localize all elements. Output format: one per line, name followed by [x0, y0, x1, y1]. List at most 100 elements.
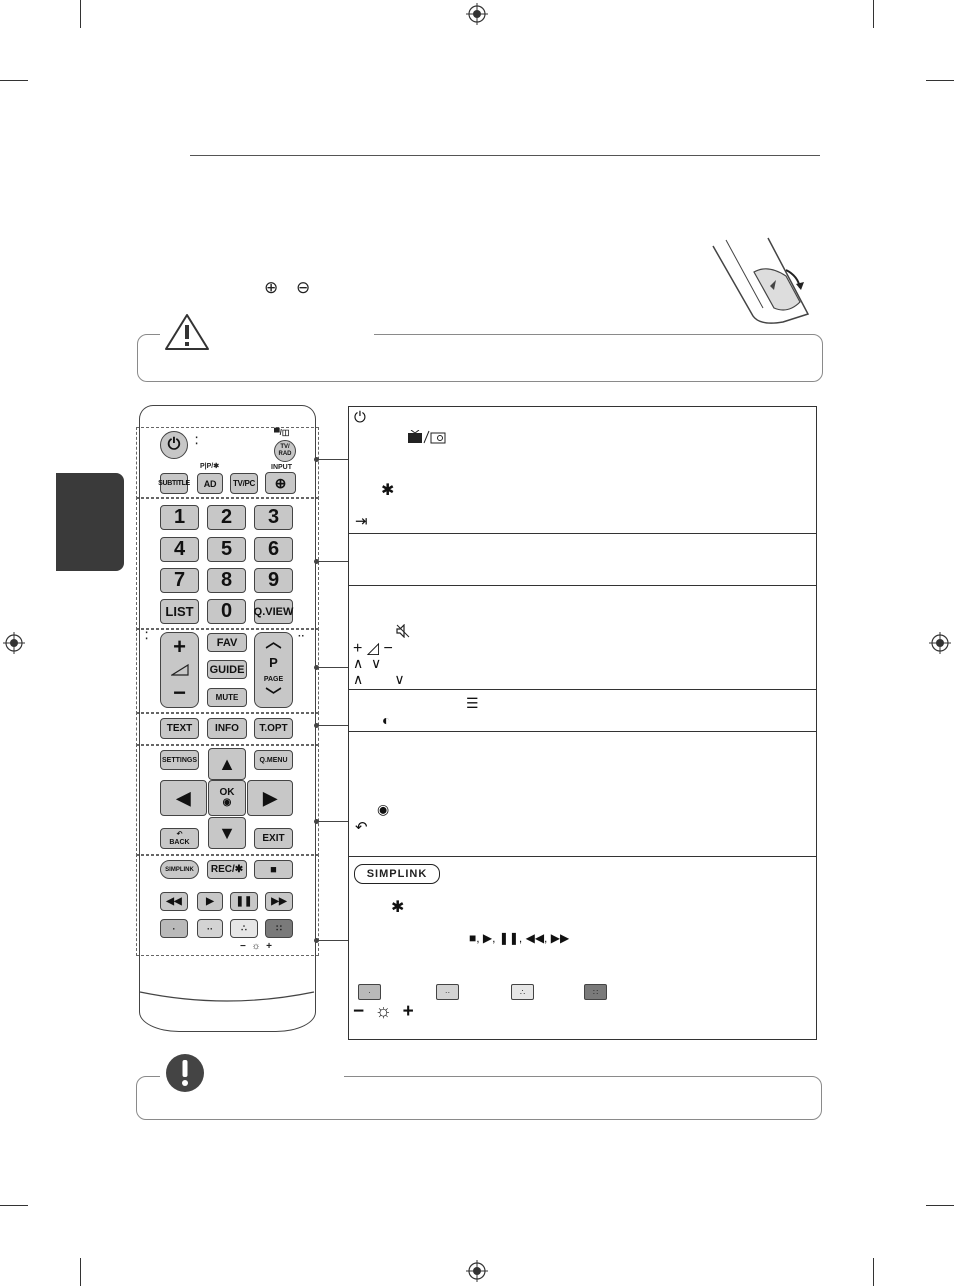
group-navigation	[136, 744, 319, 856]
tv-radio-icon	[408, 430, 446, 444]
rewind-button[interactable]: ◀◀	[160, 892, 188, 911]
group-text	[136, 712, 319, 746]
back-label: BACK	[169, 838, 190, 846]
blue-key[interactable]: ∷	[265, 919, 293, 938]
group-numbers	[136, 497, 319, 630]
group-volume	[136, 628, 319, 714]
number-key-4[interactable]: 4	[160, 537, 199, 562]
fav-button[interactable]: FAV	[207, 633, 247, 652]
yellow-key[interactable]: ∴	[230, 919, 258, 938]
play-button[interactable]: ▶	[197, 892, 223, 911]
volume-down[interactable]: −	[173, 680, 186, 705]
battery-minus-icon: ⊖	[296, 278, 311, 297]
crop-mark	[0, 80, 28, 81]
power-button[interactable]: ⏻	[160, 431, 188, 459]
number-key-5[interactable]: 5	[207, 537, 246, 562]
number-key-7[interactable]: 7	[160, 568, 199, 593]
input-button[interactable]: ⊕	[265, 472, 296, 494]
right-arrow-button[interactable]: ▶	[247, 780, 293, 816]
panel-text	[348, 689, 817, 732]
info-button[interactable]: INFO	[207, 718, 247, 739]
page-up-chevron-icon[interactable]: ︿	[265, 634, 282, 651]
list-button[interactable]: LIST	[160, 599, 199, 624]
number-key-3[interactable]: 3	[254, 505, 293, 530]
qmenu-button[interactable]: Q.MENU	[254, 750, 293, 770]
panel-playback	[348, 856, 817, 1040]
settings-button[interactable]: SETTINGS	[160, 750, 199, 770]
volume-up[interactable]: +	[173, 634, 186, 659]
pause-button[interactable]: ❚❚	[230, 892, 258, 911]
ok-icon: ◉	[377, 801, 390, 817]
warning-triangle-icon	[165, 314, 209, 350]
crop-mark	[926, 80, 954, 81]
crop-mark	[873, 1258, 874, 1286]
remote-battery-cover-illustration	[712, 237, 810, 324]
channel-chevrons: ∧ ∨	[353, 655, 382, 671]
crop-mark	[873, 0, 874, 28]
red-key[interactable]: ·	[160, 919, 188, 938]
page-down-chevron-icon[interactable]: ﹀	[265, 687, 282, 705]
panel-power	[348, 406, 817, 534]
number-key-9[interactable]: 9	[254, 568, 293, 593]
ok-dot-icon: ◉	[222, 797, 232, 808]
section-tab	[56, 473, 124, 571]
rec-button[interactable]: REC/✱	[207, 860, 247, 879]
registration-mark-left	[3, 632, 25, 654]
battery-plus-icon: ⊕	[264, 278, 279, 297]
tvrad-button[interactable]: TV/ RAD	[274, 440, 296, 462]
power-icon: ⏻	[354, 409, 366, 426]
number-key-2[interactable]: 2	[207, 505, 246, 530]
ad-button[interactable]: AD	[197, 473, 223, 494]
number-key-0[interactable]: 0	[207, 599, 246, 624]
back-button[interactable]: ↶BACK	[160, 828, 199, 849]
number-key-6[interactable]: 6	[254, 537, 293, 562]
subtitle-button[interactable]: SUBTITLE	[158, 473, 190, 494]
asterisk-icon-2: ✱	[391, 899, 405, 916]
simplink-button[interactable]: SIMPLINK	[160, 860, 199, 879]
crop-mark	[926, 1205, 954, 1206]
input-label: INPUT	[271, 464, 292, 471]
text-button[interactable]: TEXT	[160, 718, 199, 739]
red-key-icon: ·	[358, 984, 381, 1000]
crop-mark	[80, 1258, 81, 1286]
left-arrow-button[interactable]: ◀	[160, 780, 207, 816]
topt-button[interactable]: T.OPT	[254, 718, 293, 739]
crop-mark	[80, 0, 81, 28]
fast-forward-button[interactable]: ▶▶	[265, 892, 293, 911]
crop-mark	[0, 1205, 28, 1206]
volume-icon	[170, 664, 189, 676]
ok-button[interactable]: OK◉	[208, 780, 246, 816]
tvpc-button[interactable]: TV/PC	[230, 473, 258, 494]
playback-icons: ■, ▶, ❚❚, ◀◀, ▶▶	[469, 931, 570, 945]
guide-button[interactable]: GUIDE	[207, 660, 247, 679]
mute-button[interactable]: MUTE	[207, 688, 247, 707]
green-key[interactable]: ··	[197, 919, 223, 938]
panel-numbers	[348, 533, 817, 586]
mute-icon	[396, 624, 410, 638]
simplink-logo: SIMPLINK	[354, 864, 440, 884]
asterisk-icon: ✱	[381, 482, 395, 499]
qview-button[interactable]: Q.VIEW	[254, 599, 293, 624]
brightness-icons: − ☼ +	[353, 1001, 414, 1022]
yellow-key-icon: ∴	[511, 984, 534, 1000]
down-arrow-button[interactable]: ▼	[208, 817, 246, 849]
volume-rocker[interactable]: + −	[160, 632, 199, 708]
page-label: PAGE	[263, 675, 284, 683]
panel-navigation	[348, 731, 817, 857]
header-rule	[190, 155, 820, 156]
stop-button[interactable]: ■	[254, 860, 293, 879]
volume-symbols: + ◿ −	[353, 640, 393, 657]
registration-mark-top	[466, 3, 488, 25]
group-playback	[136, 854, 319, 956]
text-icon: ☰	[466, 695, 479, 711]
page-p-label: P	[269, 655, 278, 671]
green-key-icon: ··	[436, 984, 459, 1000]
exit-button[interactable]: EXIT	[254, 828, 293, 849]
up-arrow-button[interactable]: ▲	[208, 748, 246, 780]
pip-label: P|P/✱	[200, 463, 220, 470]
registration-mark-bottom	[466, 1260, 488, 1282]
input-icon: ⇥	[355, 513, 368, 530]
number-key-8[interactable]: 8	[207, 568, 246, 593]
number-key-1[interactable]: 1	[160, 505, 199, 530]
page-rocker[interactable]: ︿ P PAGE ﹀	[254, 632, 293, 708]
